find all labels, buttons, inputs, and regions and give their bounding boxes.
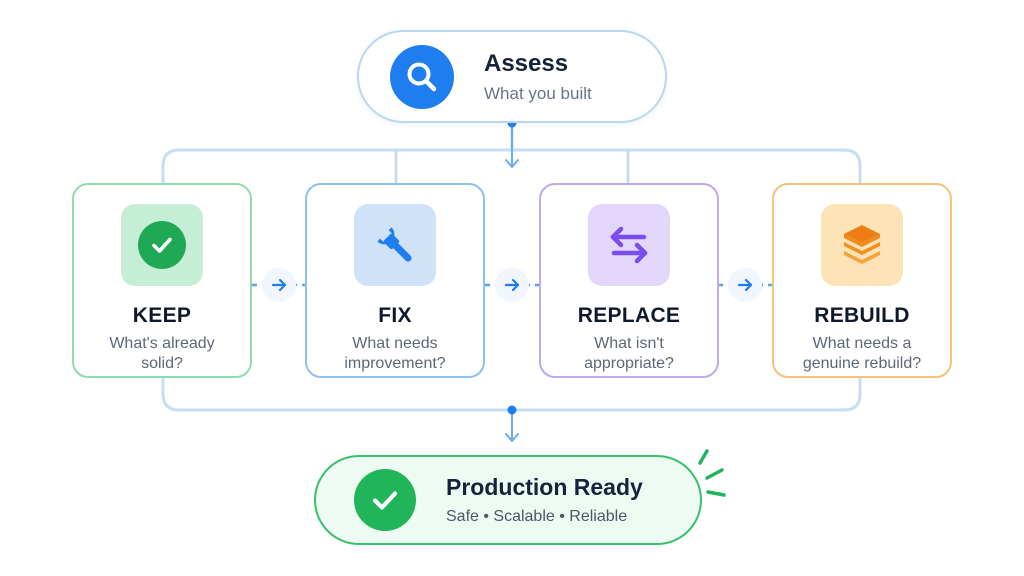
rebuild-title: REBUILD — [814, 304, 910, 327]
wrench-icon — [377, 227, 412, 262]
assess-node: Assess What you built — [357, 30, 667, 123]
sparkle-icon — [698, 449, 726, 497]
search-icon — [390, 44, 454, 109]
assess-title: Assess — [484, 49, 569, 77]
fix-icon-box — [354, 204, 436, 286]
check-icon — [138, 221, 186, 269]
keep-title: KEEP — [132, 304, 192, 327]
replace-icon-box — [588, 204, 670, 286]
replace-title: REPLACE — [577, 304, 681, 327]
swap-arrows-icon — [610, 226, 648, 264]
arrow-right-icon — [262, 268, 296, 302]
keep-icon-box — [121, 204, 203, 286]
rebuild-icon-box — [821, 204, 903, 286]
arrow-right-icon — [728, 268, 762, 302]
production-ready-title: Production Ready — [446, 474, 643, 500]
check-icon — [354, 469, 416, 531]
layers-icon — [844, 225, 880, 264]
assess-subtitle: What you built — [484, 83, 592, 103]
fix-title: FIX — [378, 304, 412, 327]
production-ready-subtitle: Safe • Scalable • Reliable — [446, 508, 628, 525]
production-ready-node: Production Ready Safe • Scalable • Relia… — [314, 455, 702, 545]
arrow-right-icon — [495, 268, 529, 302]
